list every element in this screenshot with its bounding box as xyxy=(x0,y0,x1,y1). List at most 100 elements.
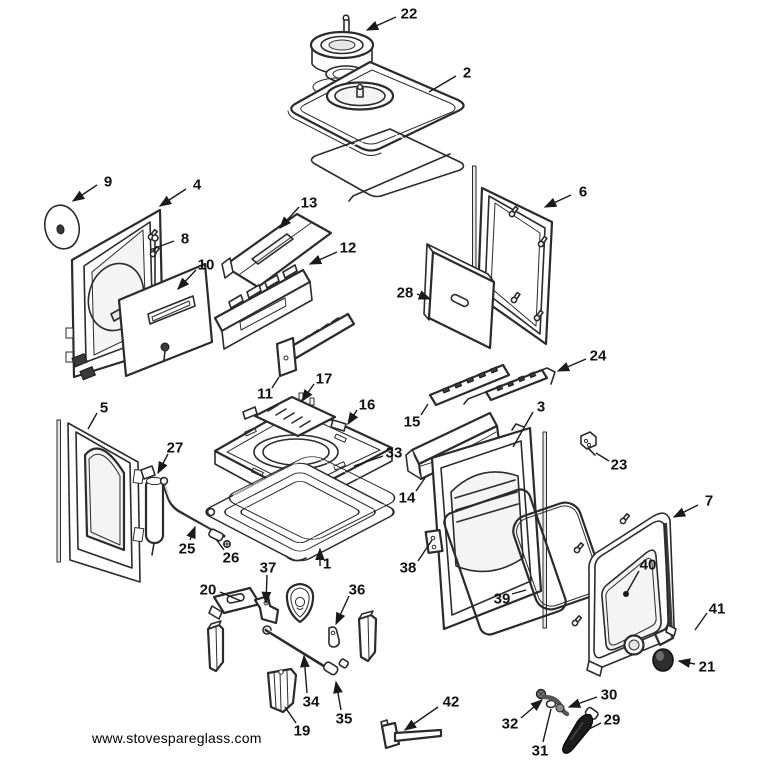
leader-line xyxy=(87,412,98,430)
leader-line xyxy=(428,75,457,93)
leader-dot xyxy=(623,591,629,597)
leader-line xyxy=(556,358,587,372)
leader-line xyxy=(416,290,432,300)
part-number-label: 14 xyxy=(399,490,416,507)
callout-6: 6 xyxy=(543,184,587,208)
leader-line xyxy=(308,251,338,265)
callout-30: 30 xyxy=(567,687,618,708)
leader-line xyxy=(353,455,384,467)
leader-line xyxy=(365,16,397,31)
leader-line xyxy=(520,699,544,719)
part-number-label: 33 xyxy=(386,445,403,462)
part-rope-seal-33 xyxy=(228,456,396,540)
part-number-label: 37 xyxy=(260,560,277,577)
part-rod-34 xyxy=(262,625,326,668)
door-glass-40 xyxy=(601,549,662,651)
callout-8: 8 xyxy=(149,231,189,251)
leader-line xyxy=(301,383,315,403)
part-number-label: 6 xyxy=(579,184,587,201)
part-number-label: 10 xyxy=(198,257,215,274)
part-number-label: 7 xyxy=(705,493,713,510)
part-glass-panel-39 xyxy=(443,488,567,636)
leader-line xyxy=(694,612,708,631)
part-clip-38 xyxy=(424,529,444,554)
callout-22: 22 xyxy=(365,6,417,31)
part-rod-25 xyxy=(159,476,226,538)
part-top-plate-2 xyxy=(287,60,465,156)
callout-9: 9 xyxy=(71,174,112,202)
leader-line xyxy=(420,403,429,416)
part-number-label: 30 xyxy=(601,687,618,704)
leader-line xyxy=(511,589,527,595)
part-grate-frame-16 xyxy=(213,402,394,510)
leader-line xyxy=(186,525,196,541)
callout-19: 19 xyxy=(284,706,310,740)
part-number-label: 40 xyxy=(640,557,657,574)
part-grate-bar-12 xyxy=(213,264,313,350)
part-handle-assembly xyxy=(535,688,599,754)
part-number-label: 1 xyxy=(323,556,331,573)
part-ferrule-35 xyxy=(322,658,350,676)
part-damper-disc-9 xyxy=(43,204,81,250)
part-baffle-13 xyxy=(221,212,333,289)
part-number-label: 2 xyxy=(463,65,471,82)
part-number-label: 41 xyxy=(709,601,726,618)
part-number-label: 35 xyxy=(336,711,353,728)
callout-34: 34 xyxy=(300,654,320,711)
callout-24: 24 xyxy=(556,348,607,372)
callout-layer: 1234567891011121314151617192021222324252… xyxy=(71,6,726,760)
callout-40: 40 xyxy=(623,557,657,597)
callout-7: 7 xyxy=(672,493,713,518)
leader-line xyxy=(403,706,439,731)
part-number-label: 13 xyxy=(301,195,318,212)
part-latch-41 xyxy=(653,624,677,647)
part-leg-19 xyxy=(266,667,298,714)
callout-26: 26 xyxy=(215,538,239,567)
part-number-label: 25 xyxy=(179,541,196,558)
part-number-label: 34 xyxy=(303,694,320,711)
callout-10: 10 xyxy=(177,257,215,291)
callout-21: 21 xyxy=(677,658,715,676)
leader-line xyxy=(512,411,534,448)
leader-line xyxy=(333,680,343,711)
part-number-label: 38 xyxy=(400,560,417,577)
callout-4: 4 xyxy=(158,177,202,207)
leader-line xyxy=(158,188,187,207)
callout-2: 2 xyxy=(428,65,471,93)
part-number-label: 24 xyxy=(590,348,607,365)
leader-line xyxy=(542,708,552,743)
callout-11: 11 xyxy=(257,376,280,403)
callout-13: 13 xyxy=(279,195,318,230)
leader-line xyxy=(415,477,426,492)
part-number-label: 36 xyxy=(349,582,366,599)
part-link-30 xyxy=(541,694,570,717)
callout-27: 27 xyxy=(157,440,183,475)
callout-16: 16 xyxy=(347,397,376,426)
callout-42: 42 xyxy=(403,694,460,731)
leader-line xyxy=(672,504,699,518)
callout-23: 23 xyxy=(595,452,627,474)
callout-41: 41 xyxy=(694,601,726,631)
leader-line xyxy=(417,539,433,562)
part-leg-left xyxy=(206,620,225,673)
part-clip-23 xyxy=(580,431,597,456)
callout-14: 14 xyxy=(399,477,426,507)
part-number-label: 16 xyxy=(359,397,376,414)
callout-1: 1 xyxy=(315,547,331,573)
part-number-label: 42 xyxy=(443,694,460,711)
part-washer-31 xyxy=(545,699,557,709)
part-number-label: 9 xyxy=(104,174,112,191)
part-number-label: 5 xyxy=(100,400,108,417)
part-number-label: 4 xyxy=(193,177,202,194)
leader-line xyxy=(335,595,350,626)
part-grip-29 xyxy=(562,706,599,754)
callout-29: 29 xyxy=(588,712,620,730)
part-number-label: 17 xyxy=(316,371,333,388)
callout-20: 20 xyxy=(200,582,242,602)
leader-line xyxy=(677,658,696,668)
part-door-7 xyxy=(586,512,675,677)
callout-3: 3 xyxy=(512,399,545,448)
part-number-label: 12 xyxy=(340,240,357,257)
callout-35: 35 xyxy=(333,680,353,728)
